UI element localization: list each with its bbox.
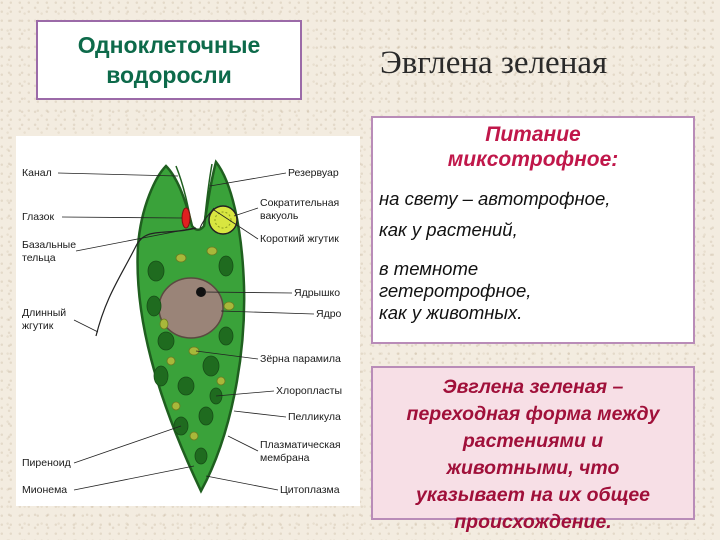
label-membrane-2: мембрана: [260, 452, 310, 464]
left-leader-lines: [57, 172, 195, 491]
nucleolus: [196, 287, 206, 297]
category-line-2: водоросли: [106, 62, 232, 88]
label-basal-bodies-1: Базальные: [22, 239, 76, 251]
nucleus: [158, 277, 224, 339]
label-cytoplasm: Цитоплазма: [280, 484, 340, 496]
right-labels: Резервуар Сократительная вакуоль Коротки…: [260, 167, 342, 496]
contractile-vacuole: [208, 205, 238, 235]
nutrition-dark-line-1: в темноте: [379, 258, 479, 279]
label-nucleolus: Ядрышко: [294, 287, 340, 299]
conclusion-line-2: переходная форма между: [406, 403, 660, 425]
long-flagellum: [95, 227, 197, 337]
label-vacuole-2: вакуоль: [260, 210, 299, 222]
conclusion-line-5: указывает на их общее: [415, 484, 651, 506]
conclusion-line-4: животными, что: [446, 457, 620, 479]
label-membrane-1: Плазматическая: [260, 439, 341, 451]
nutrition-title-line-1: Питание: [485, 123, 581, 146]
nutrition-light-line-2: как у растений,: [379, 219, 518, 240]
euglena-illustration: Канал Глазок Базальные тельца Длинный жг…: [22, 159, 342, 496]
label-long-flagellum-1: Длинный: [22, 307, 66, 319]
conclusion-box: Эвглена зеленая – переходная форма между…: [371, 366, 695, 533]
euglena-diagram: Канал Глазок Базальные тельца Длинный жг…: [16, 136, 360, 506]
category-box: Одноклеточные водоросли: [36, 20, 302, 100]
label-eyespot: Глазок: [22, 211, 54, 223]
label-canal: Канал: [22, 167, 52, 179]
label-long-flagellum-2: жгутик: [22, 320, 54, 332]
label-chloroplasts: Хлоропласты: [276, 385, 342, 397]
page-title: Эвглена зеленая: [380, 45, 608, 81]
right-leader-lines: [195, 172, 315, 491]
nutrition-light-line-1: на свету – автотрофное,: [379, 188, 611, 209]
nutrition-title-line-2: миксотрофное:: [447, 148, 619, 171]
label-pellicle: Пелликула: [288, 411, 341, 423]
label-vacuole-1: Сократительная: [260, 197, 339, 209]
category-line-1: Одноклеточные: [77, 32, 261, 58]
paramylon-grains: [159, 246, 235, 441]
label-myoneme: Мионема: [22, 484, 67, 496]
label-short-flagellum: Короткий жгутик: [260, 233, 339, 245]
nutrition-box: Питание миксотрофное: на свету – автотро…: [371, 116, 695, 344]
label-paramylon: Зёрна парамила: [260, 353, 341, 365]
conclusion-line-3: растениями и: [462, 430, 604, 452]
left-labels: Канал Глазок Базальные тельца Длинный жг…: [22, 167, 76, 496]
canal: [175, 163, 213, 227]
label-pyrenoid: Пиреноид: [22, 457, 71, 469]
nutrition-dark-line-3: как у животных.: [379, 302, 523, 323]
label-basal-bodies-2: тельца: [22, 252, 56, 264]
label-nucleus: Ядро: [316, 308, 342, 320]
label-reservoir: Резервуар: [288, 167, 339, 179]
eyespot: [181, 207, 191, 229]
nutrition-title: Питание миксотрофное:: [379, 122, 687, 172]
nutrition-dark-line-2: гетеротрофное,: [379, 280, 532, 301]
chloroplasts: [146, 255, 234, 465]
conclusion-line-1: Эвглена зеленая –: [442, 376, 624, 398]
conclusion-line-6: происхождение.: [454, 511, 612, 533]
